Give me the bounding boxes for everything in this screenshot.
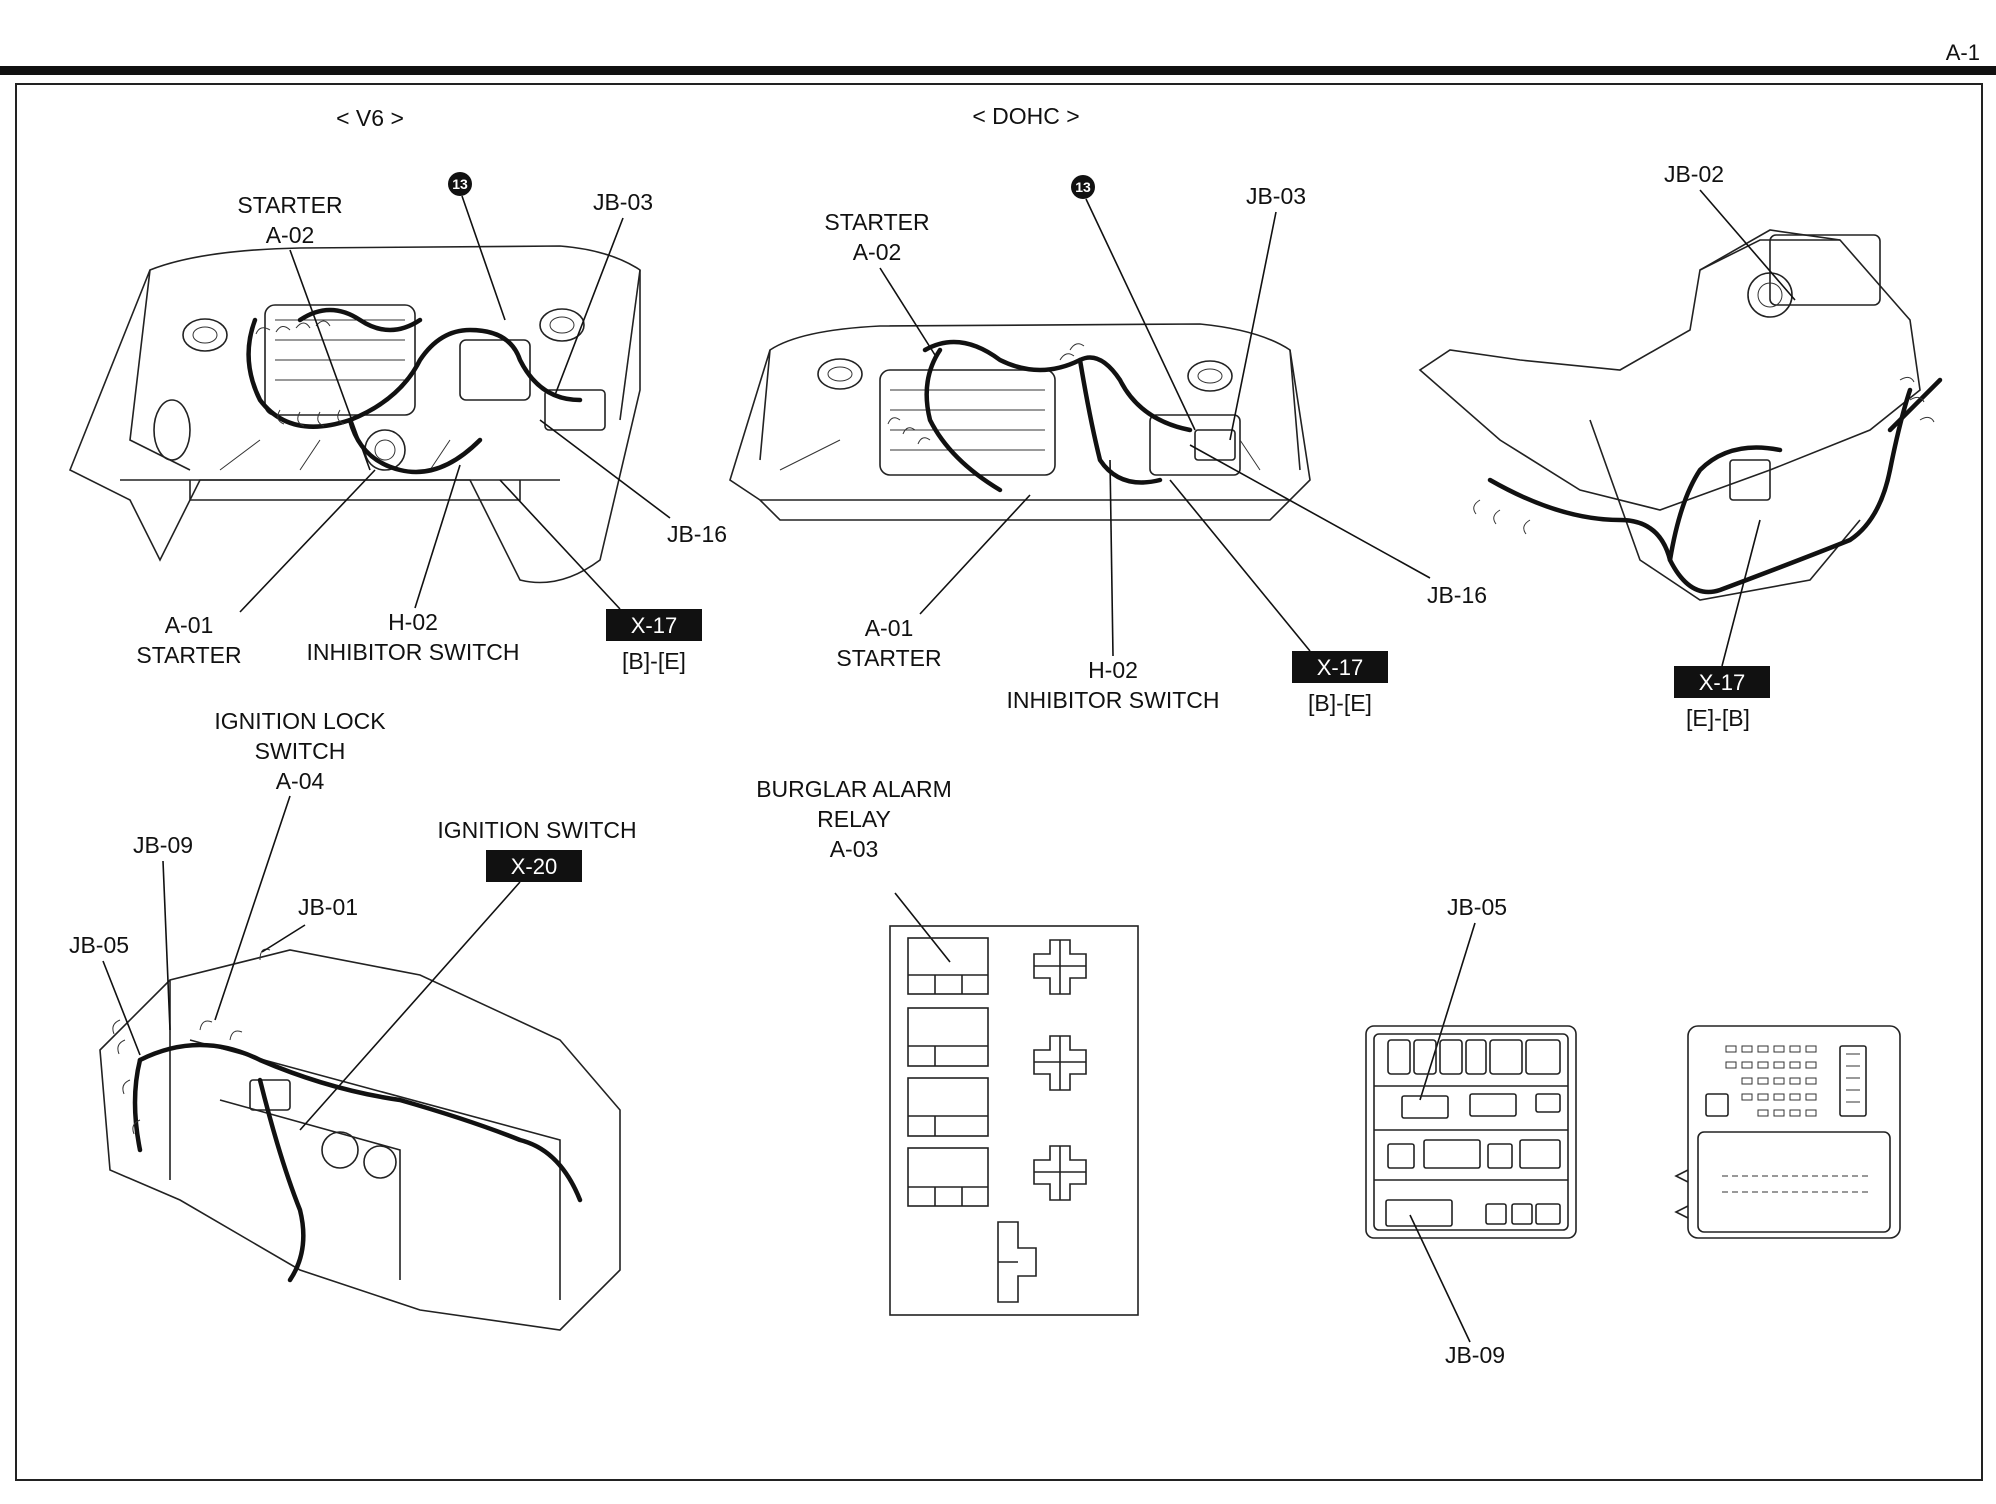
page-number: A-1 <box>1946 40 1980 65</box>
dohc-ground-ref-number: 13 <box>1075 179 1091 195</box>
jb-jb05-label: JB-05 <box>1447 894 1507 920</box>
dohc-a01-code: A-01 <box>865 615 914 641</box>
dohc-x17-ref: [B]-[E] <box>1308 690 1372 716</box>
jb-jb09-label: JB-09 <box>1445 1342 1505 1368</box>
rear-x17-ref: [E]-[B] <box>1686 705 1750 731</box>
section-dohc-title: < DOHC > <box>972 103 1079 129</box>
top-rule <box>0 66 1996 75</box>
rear-x17-text: X-17 <box>1699 670 1745 695</box>
dohc-engine-bay-drawing <box>729 323 1311 521</box>
dohc-starter-leader <box>879 267 936 356</box>
v6-jb16-leader <box>539 419 671 519</box>
rear-x17-box <box>1674 666 1770 698</box>
dohc-h02-code: H-02 <box>1088 657 1138 683</box>
rear-jb02-leader <box>1699 189 1796 301</box>
dohc-h02-leader <box>1109 459 1114 657</box>
v6-ground-ref-circle <box>448 172 472 196</box>
dash-ignition-lock-label-1: IGNITION LOCK <box>214 708 386 734</box>
dash-jb09-label: JB-09 <box>133 832 193 858</box>
v6-h02-leader <box>414 464 461 609</box>
v6-jb03-label: JB-03 <box>593 189 653 215</box>
dohc-jb16-leader <box>1189 444 1431 579</box>
dash-x20-leader <box>299 881 521 1131</box>
dash-ignition-lock-label-2: SWITCH <box>255 738 346 764</box>
v6-x17-ref: [B]-[E] <box>622 648 686 674</box>
v6-a01-code: A-01 <box>165 612 214 638</box>
dohc-a01-leader <box>919 494 1031 615</box>
dash-jb01-leader <box>261 924 306 953</box>
dohc-h02-label: INHIBITOR SWITCH <box>1007 687 1220 713</box>
v6-jb03-leader <box>554 217 624 396</box>
dash-x20-text: X-20 <box>511 854 557 879</box>
relay-title-2: RELAY <box>817 806 891 832</box>
dohc-starter-code: A-02 <box>853 239 902 265</box>
dohc-jb03-label: JB-03 <box>1246 183 1306 209</box>
dohc-jb03-leader <box>1229 211 1277 441</box>
v6-starter-label: STARTER <box>237 192 342 218</box>
v6-ground-ref-number: 13 <box>452 176 468 192</box>
v6-x17-box <box>606 609 702 641</box>
v6-starter-code: A-02 <box>266 222 315 248</box>
dohc-x17-leader <box>1169 479 1311 652</box>
page-border <box>15 83 1983 1481</box>
dash-jb01-label: JB-01 <box>298 894 358 920</box>
v6-x17-leader <box>499 479 621 610</box>
dash-ignition-lock-code: A-04 <box>276 768 325 794</box>
rear-x17-leader <box>1721 519 1761 667</box>
dash-jb09-leader <box>162 860 171 1031</box>
v6-h02-label: INHIBITOR SWITCH <box>307 639 520 665</box>
relay-code: A-03 <box>830 836 879 862</box>
junction-box-front-drawing <box>1365 1025 1577 1239</box>
dash-harness-drawing <box>99 948 621 1331</box>
rear-jb02-label: JB-02 <box>1664 161 1724 187</box>
section-v6-title: < V6 > <box>336 105 404 131</box>
dash-x20-box <box>486 850 582 882</box>
junction-box-rear-drawing <box>1674 1025 1901 1239</box>
v6-a01-leader <box>239 469 376 613</box>
dohc-x17-text: X-17 <box>1317 655 1363 680</box>
relay-panel-drawing <box>889 925 1139 1316</box>
dohc-ground-ref-circle <box>1071 175 1095 199</box>
v6-jb16-label: JB-16 <box>667 521 727 547</box>
v6-a01-label: STARTER <box>136 642 241 668</box>
v6-engine-bay-drawing <box>68 245 641 584</box>
front-end-harness-drawing <box>1418 229 1943 601</box>
jb-jb05-leader <box>1419 922 1476 1101</box>
dash-ignition-lock-leader <box>214 795 291 1021</box>
dash-ignition-switch-label: IGNITION SWITCH <box>437 817 636 843</box>
dash-jb05-leader <box>102 960 141 1056</box>
dohc-jb16-label: JB-16 <box>1427 582 1487 608</box>
v6-starter-leader <box>289 249 371 471</box>
dash-jb05-label: JB-05 <box>69 932 129 958</box>
jb-jb09-leader <box>1409 1214 1471 1343</box>
relay-leader <box>894 892 951 963</box>
dohc-x17-box <box>1292 651 1388 683</box>
dohc-ground-leader <box>1085 198 1196 431</box>
v6-ground-leader <box>461 195 506 321</box>
relay-title-1: BURGLAR ALARM <box>756 776 952 802</box>
v6-x17-text: X-17 <box>631 613 677 638</box>
v6-h02-code: H-02 <box>388 609 438 635</box>
dohc-a01-label: STARTER <box>836 645 941 671</box>
dohc-starter-label: STARTER <box>824 209 929 235</box>
